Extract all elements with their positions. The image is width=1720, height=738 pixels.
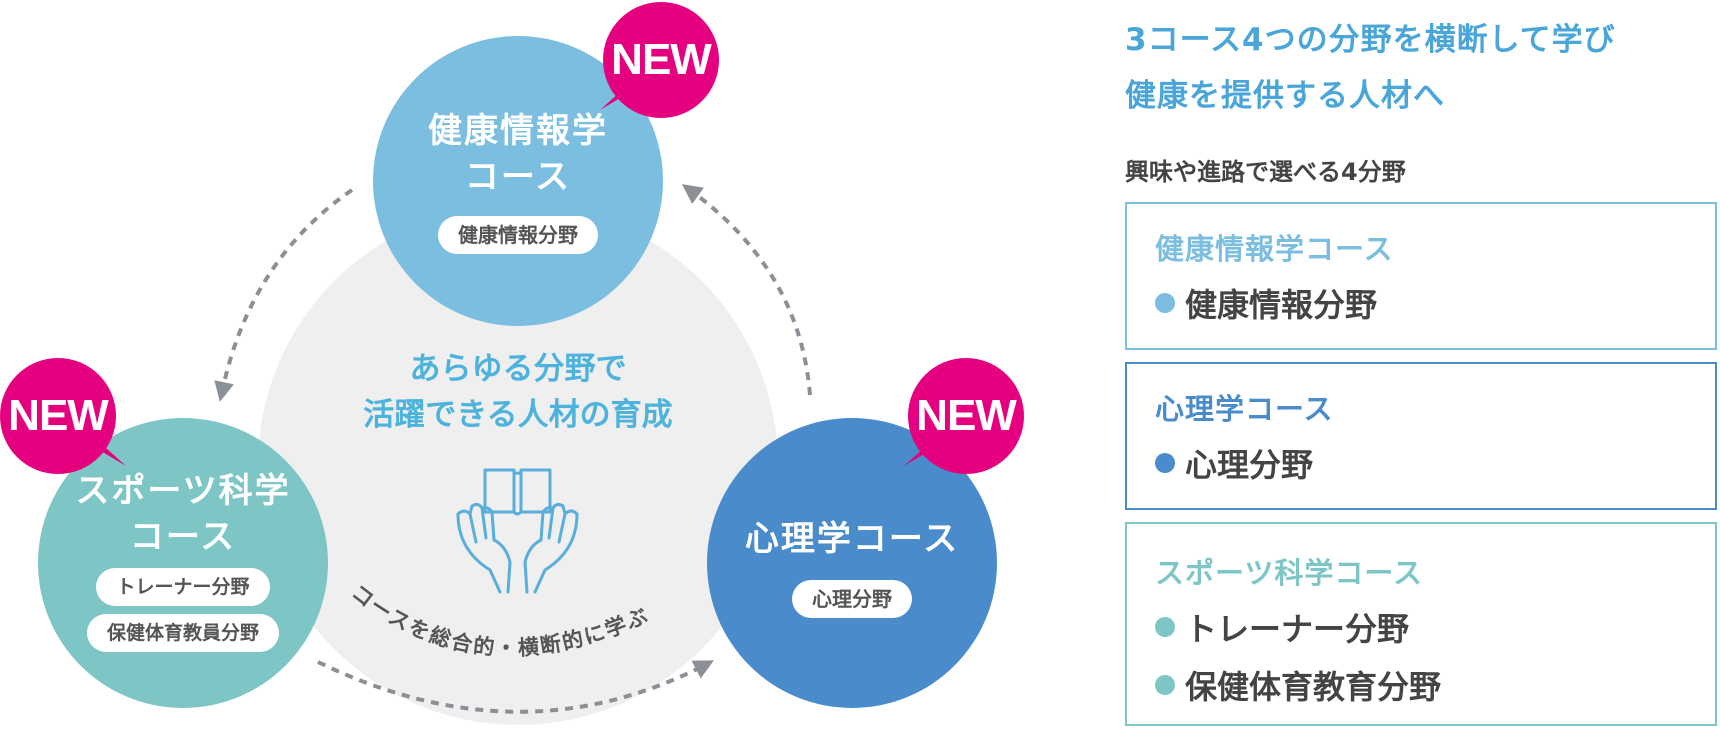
field-health-info: 健康情報分野	[1185, 286, 1378, 324]
arrow-left	[214, 188, 354, 402]
field-psychology: 心理分野	[1185, 446, 1314, 484]
new-badge-psychology: NEW	[908, 358, 1024, 474]
hub-line2: 活躍できる人材の育成	[363, 397, 673, 433]
course-health-info-title2: コース	[464, 157, 572, 197]
list-item: トレーナー分野	[1155, 604, 1409, 650]
arrow-right	[681, 184, 812, 396]
svg-text:コースを総合的・横断的に学ぶ: コースを総合的・横断的に学ぶ	[347, 580, 653, 660]
field-pill-trainer: トレーナー分野	[96, 568, 270, 606]
course-box-psychology: 心理学コース 心理分野	[1125, 362, 1717, 510]
field-pill-pe-teacher: 保健体育教員分野	[86, 614, 279, 652]
badge-tail-icon	[904, 448, 934, 466]
new-badge-sports: NEW	[0, 358, 116, 474]
cycle-arrows	[214, 184, 812, 714]
course-box-psychology-title: 心理学コース	[1155, 392, 1334, 426]
new-badge-health-info: NEW	[603, 2, 719, 118]
arrow-bottom	[317, 660, 714, 714]
badge-tail-icon	[96, 448, 126, 466]
book-hands-icon	[456, 468, 579, 594]
course-sports-title1: スポーツ科学	[75, 471, 291, 511]
panel-heading-line2: 健康を提供する人材へ	[1125, 78, 1445, 114]
course-health-info-title1: 健康情報学	[428, 111, 608, 151]
field-pill-psychology: 心理分野	[792, 580, 912, 618]
course-box-health-info: 健康情報学コース 健康情報分野	[1125, 202, 1717, 350]
course-box-health-info-title: 健康情報学コース	[1155, 232, 1394, 266]
course-health-info: 健康情報学 コース 健康情報分野	[373, 36, 663, 326]
arc-label: コースを総合的・横断的に学ぶ	[347, 580, 651, 660]
course-box-sports: スポーツ科学コース トレーナー分野 保健体育教育分野	[1125, 522, 1717, 726]
list-item: 健康情報分野	[1155, 280, 1377, 326]
course-sports-title2: コース	[129, 517, 237, 557]
bullet-icon	[1155, 453, 1175, 473]
bullet-icon	[1155, 617, 1175, 637]
hub-line1: あらゆる分野で	[409, 351, 627, 387]
hub-title: あらゆる分野で 活躍できる人材の育成	[318, 346, 718, 438]
field-pill-health-info: 健康情報分野	[438, 216, 598, 254]
field-trainer: トレーナー分野	[1185, 610, 1410, 648]
panel-subheading: 興味や進路で選べる4分野	[1125, 158, 1406, 186]
list-item: 心理分野	[1155, 440, 1313, 486]
badge-tail-icon	[600, 92, 630, 110]
panel-heading-line1: 3コース4つの分野を横断して学び	[1125, 22, 1616, 58]
bullet-icon	[1155, 293, 1175, 313]
list-item: 保健体育教育分野	[1155, 662, 1441, 708]
course-psychology-title: 心理学コース	[744, 519, 960, 559]
panel-heading: 3コース4つの分野を横断して学び 健康を提供する人材へ	[1125, 12, 1616, 124]
bullet-icon	[1155, 675, 1175, 695]
course-box-sports-title: スポーツ科学コース	[1155, 556, 1423, 590]
arc-label-svg: コースを総合的・横断的に学ぶ	[347, 580, 653, 660]
field-pe-education: 保健体育教育分野	[1185, 668, 1442, 706]
